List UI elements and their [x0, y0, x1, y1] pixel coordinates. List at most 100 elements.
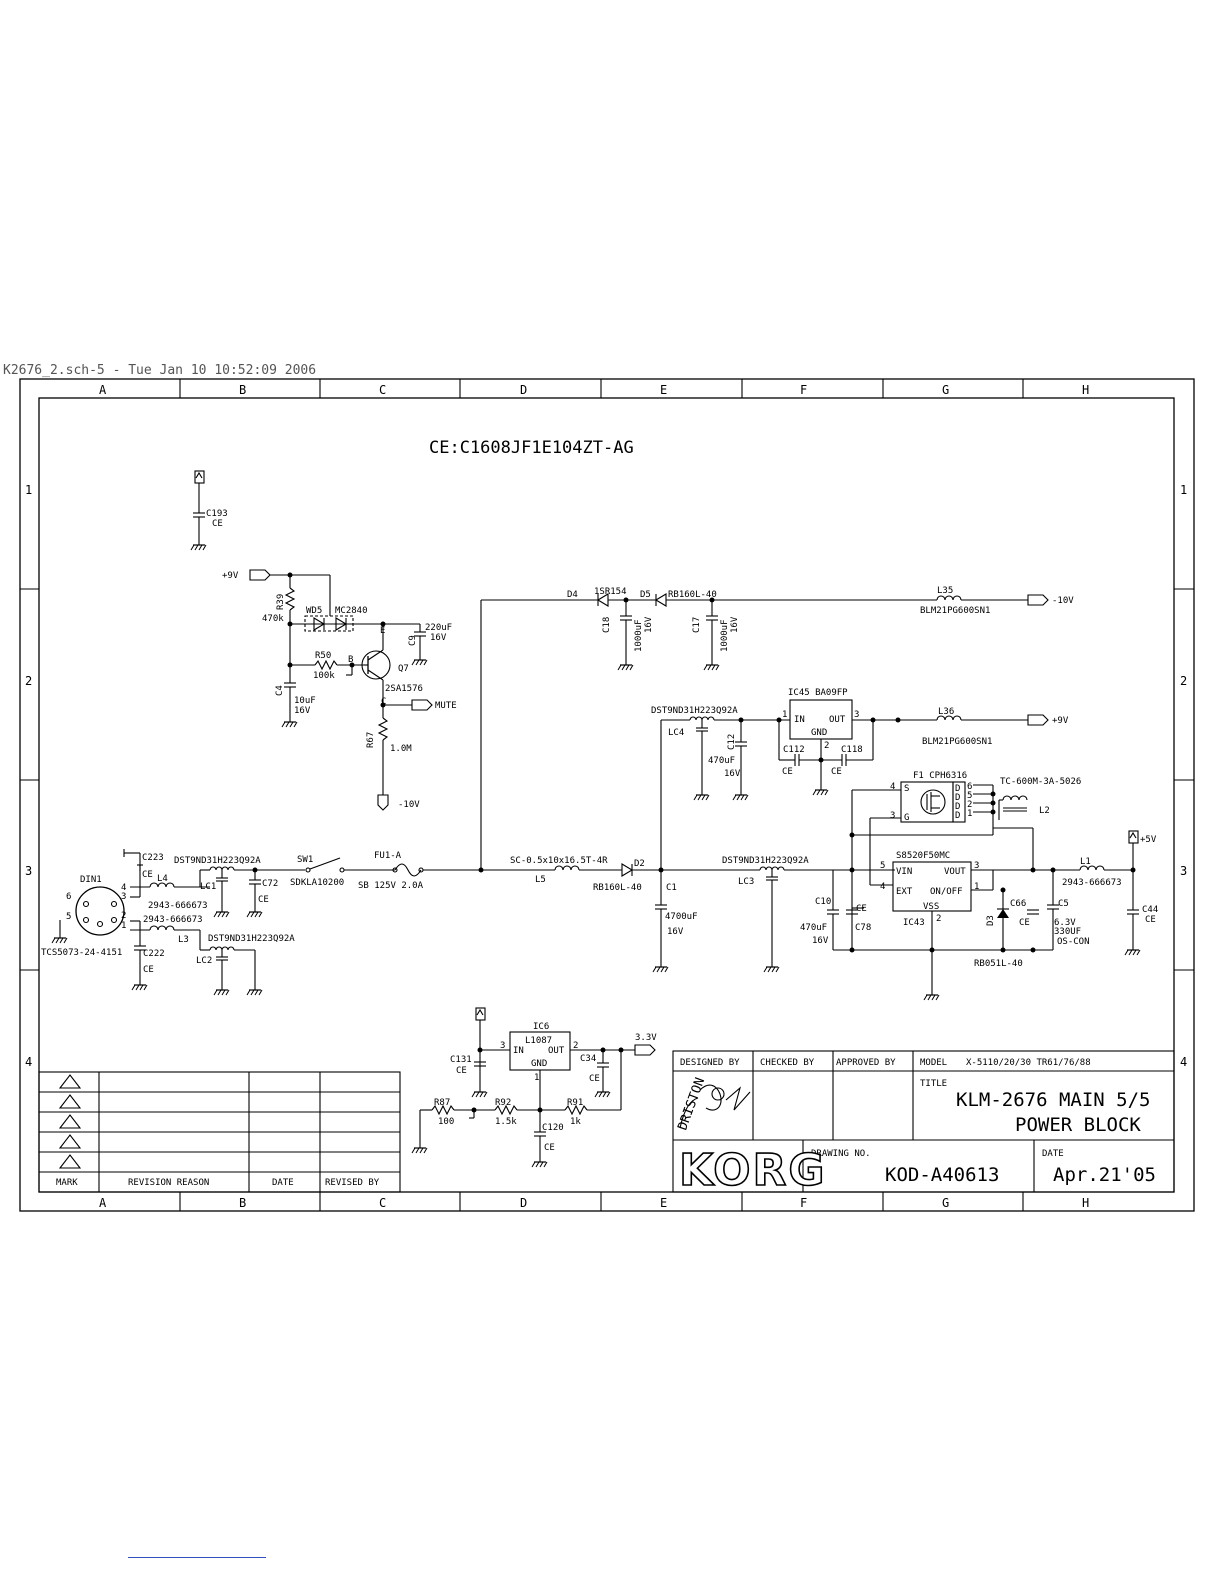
svg-text:C: C: [379, 1196, 386, 1210]
svg-text:2: 2: [121, 911, 126, 921]
svg-text:1: 1: [25, 483, 32, 497]
svg-text:CE: CE: [142, 870, 153, 880]
svg-text:REVISION REASON: REVISION REASON: [128, 1178, 209, 1188]
svg-text:Apr.21'05: Apr.21'05: [1053, 1164, 1156, 1186]
svg-text:R92: R92: [495, 1098, 511, 1108]
svg-text:6: 6: [66, 892, 71, 902]
svg-text:MUTE: MUTE: [435, 701, 457, 711]
svg-text:330UF: 330UF: [1054, 927, 1081, 937]
svg-text:2943-666673: 2943-666673: [143, 915, 203, 925]
svg-text:SDKLA10200: SDKLA10200: [290, 878, 344, 888]
svg-text:D: D: [955, 811, 960, 821]
ce-note: CE:C1608JF1E104ZT-AG: [429, 438, 634, 458]
svg-text:E: E: [660, 1196, 667, 1210]
svg-text:DESIGNED BY: DESIGNED BY: [680, 1058, 740, 1068]
svg-text:C1: C1: [666, 883, 677, 893]
svg-text:R50: R50: [315, 651, 331, 661]
svg-text:1: 1: [1180, 483, 1187, 497]
svg-text:D4: D4: [567, 590, 578, 600]
svg-text:D: D: [955, 802, 960, 812]
svg-text:CE: CE: [212, 519, 223, 529]
inner-border: [38, 397, 1175, 1193]
svg-text:100k: 100k: [313, 671, 335, 681]
svg-text:C44: C44: [1142, 905, 1158, 915]
svg-text:470uF: 470uF: [708, 756, 735, 766]
svg-text:SW1: SW1: [297, 855, 313, 865]
revision-table: MARK REVISION REASON DATE REVISED BY: [38, 1071, 401, 1193]
svg-text:-10V: -10V: [1052, 596, 1074, 606]
svg-text:LC4: LC4: [668, 728, 684, 738]
svg-text:CE: CE: [456, 1066, 467, 1076]
svg-text:2SA1576: 2SA1576: [385, 684, 423, 694]
svg-text:Q7: Q7: [398, 664, 409, 674]
signature-mark: DRISTON: [675, 1076, 751, 1132]
svg-text:IC6: IC6: [533, 1022, 549, 1032]
svg-text:SB 125V 2.0A: SB 125V 2.0A: [358, 881, 424, 891]
svg-text:1k: 1k: [570, 1117, 581, 1127]
svg-text:C: C: [381, 697, 386, 707]
svg-text:DST9ND31H223Q92A: DST9ND31H223Q92A: [651, 706, 738, 716]
svg-text:MC2840: MC2840: [335, 606, 368, 616]
svg-text:C12: C12: [727, 734, 737, 750]
svg-text:TCS5073-24-4151: TCS5073-24-4151: [41, 948, 122, 958]
svg-text:220uF: 220uF: [425, 623, 452, 633]
svg-text:D2: D2: [634, 859, 645, 869]
svg-text:F: F: [800, 1196, 807, 1210]
svg-text:1000uF: 1000uF: [720, 619, 730, 652]
svg-text:VIN: VIN: [896, 867, 912, 877]
svg-text:C18: C18: [602, 617, 612, 633]
ic43-converter: F1 CPH6316 TC-600M-3A-5026 SG 43 DD DD 6…: [800, 771, 1158, 1001]
svg-text:470k: 470k: [262, 614, 284, 624]
svg-text:C34: C34: [580, 1054, 596, 1064]
svg-text:C193: C193: [206, 509, 228, 519]
svg-text:G: G: [904, 813, 909, 823]
svg-text:C4: C4: [275, 685, 285, 696]
svg-text:H: H: [1082, 383, 1089, 397]
svg-text:C: C: [379, 383, 386, 397]
svg-text:KOD-A40613: KOD-A40613: [885, 1164, 999, 1186]
svg-text:S8520F50MC: S8520F50MC: [896, 851, 950, 861]
svg-text:ON/OFF: ON/OFF: [930, 887, 963, 897]
svg-text:2: 2: [824, 741, 829, 751]
svg-text:TC-600M-3A-5026: TC-600M-3A-5026: [1000, 777, 1081, 787]
svg-text:C112: C112: [783, 745, 805, 755]
svg-text:D5: D5: [640, 590, 651, 600]
svg-text:CE: CE: [856, 904, 867, 914]
svg-text:DIN1: DIN1: [80, 875, 102, 885]
svg-text:1: 1: [967, 809, 972, 819]
svg-text:2: 2: [1180, 674, 1187, 688]
title-block: DESIGNED BY CHECKED BY APPROVED BY MODEL…: [672, 1050, 1175, 1197]
svg-text:KLM-2676 MAIN 5/5: KLM-2676 MAIN 5/5: [956, 1089, 1150, 1111]
svg-text:DATE: DATE: [272, 1178, 294, 1188]
svg-text:VSS: VSS: [923, 902, 939, 912]
footer-link-underline: [128, 1557, 266, 1558]
svg-text:L35: L35: [937, 586, 953, 596]
svg-text:DST9ND31H223Q92A: DST9ND31H223Q92A: [722, 856, 809, 866]
svg-text:+5V: +5V: [1140, 835, 1157, 845]
svg-text:L4: L4: [157, 874, 168, 884]
svg-text:1: 1: [974, 882, 979, 892]
svg-text:C9: C9: [408, 635, 418, 646]
svg-text:R39: R39: [276, 594, 286, 610]
svg-text:WD5: WD5: [306, 606, 322, 616]
svg-text:C223: C223: [142, 853, 164, 863]
svg-text:BLM21PG600SN1: BLM21PG600SN1: [920, 606, 990, 616]
svg-text:C72: C72: [262, 879, 278, 889]
svg-text:5: 5: [967, 791, 972, 801]
svg-text:3: 3: [890, 811, 895, 821]
svg-text:OS-CON: OS-CON: [1057, 937, 1090, 947]
svg-text:L5: L5: [535, 875, 546, 885]
svg-text:CE: CE: [1019, 918, 1030, 928]
svg-text:IN: IN: [513, 1046, 524, 1056]
svg-text:2: 2: [967, 800, 972, 810]
svg-text:6: 6: [967, 782, 972, 792]
svg-text:C222: C222: [143, 949, 165, 959]
zone-rows: 12 34 12 34: [20, 483, 1194, 1069]
svg-text:2943-666673: 2943-666673: [148, 901, 208, 911]
